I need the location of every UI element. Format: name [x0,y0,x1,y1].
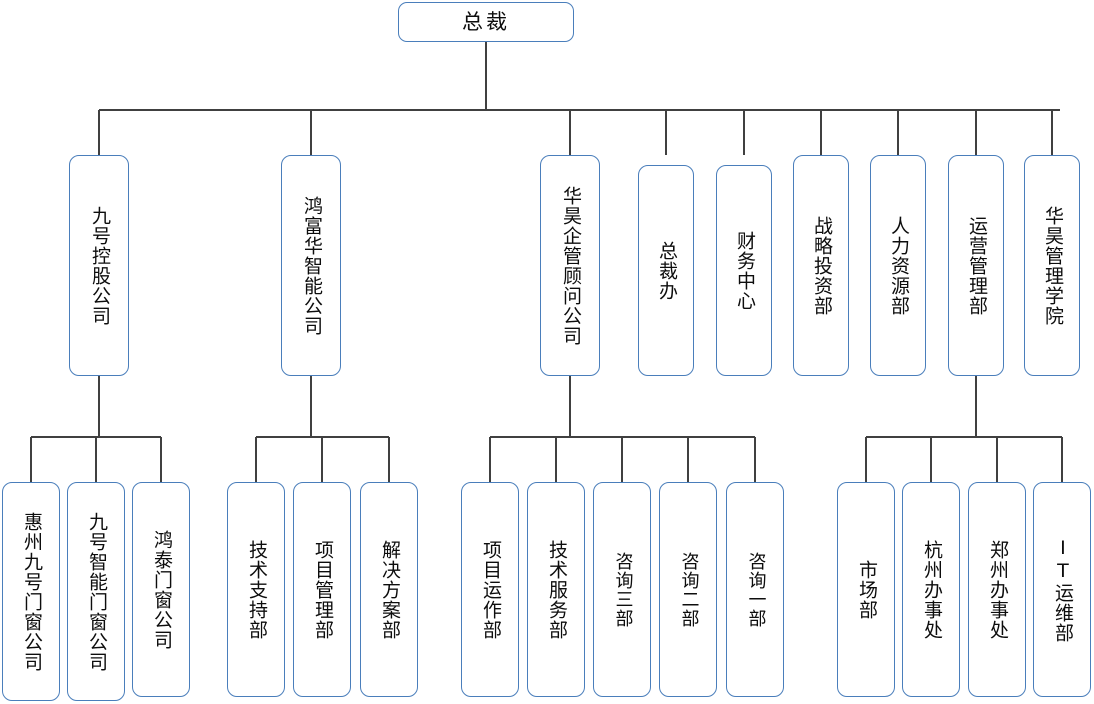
org-node-label: 九号控股公司 [88,205,111,326]
org-node-label: 杭州办事处 [920,539,943,640]
org-node-label: 九号智能门窗公司 [85,511,108,672]
org-node-project-operations[interactable]: 项目运作部 [461,482,519,697]
org-node-label: 技术支持部 [245,539,268,640]
org-node-consulting-2[interactable]: 咨询二部 [659,482,717,697]
org-node-it-operations[interactable]: IT运维部 [1033,482,1091,697]
org-node-label: 项目运作部 [479,539,502,640]
org-node-label: 惠州九号门窗公司 [20,511,43,672]
org-node-ceo-office[interactable]: 总裁办 [638,165,694,376]
org-node-label: 总裁办 [655,240,678,301]
org-node-hongtai-doors[interactable]: 鸿泰门窗公司 [132,482,190,697]
org-node-label: 咨询三部 [612,551,634,628]
org-node-tech-support[interactable]: 技术支持部 [227,482,285,697]
org-node-ceo[interactable]: 总裁 [398,2,574,42]
org-node-consulting-1[interactable]: 咨询一部 [726,482,784,697]
org-node-label: 鸿泰门窗公司 [150,529,173,650]
org-node-operations-management[interactable]: 运营管理部 [948,155,1004,376]
org-node-label: 财务中心 [733,230,756,311]
org-node-label: 解决方案部 [378,539,401,640]
org-node-huahao-consulting[interactable]: 华昊企管顾问公司 [540,155,600,376]
org-node-technical-services[interactable]: 技术服务部 [527,482,585,697]
org-node-label: 咨询二部 [678,551,700,628]
org-node-project-management[interactable]: 项目管理部 [293,482,351,697]
org-node-zhengzhou-office[interactable]: 郑州办事处 [968,482,1026,697]
org-node-label: 咨询一部 [745,551,767,628]
org-node-jiuhao-smart-doors[interactable]: 九号智能门窗公司 [67,482,125,701]
org-node-consulting-3[interactable]: 咨询三部 [593,482,651,697]
org-node-label: 华昊企管顾问公司 [559,185,582,346]
org-node-label: 战略投资部 [810,215,833,316]
org-node-huahao-academy[interactable]: 华昊管理学院 [1024,155,1080,376]
org-node-label: 华昊管理学院 [1041,205,1064,326]
org-node-label: 人力资源部 [887,215,910,316]
org-node-jiuhao-holding[interactable]: 九号控股公司 [69,155,129,376]
org-node-label: 总裁 [462,9,510,34]
org-node-hangzhou-office[interactable]: 杭州办事处 [902,482,960,697]
org-node-label: 市场部 [855,559,878,620]
org-node-strategic-investment[interactable]: 战略投资部 [793,155,849,376]
org-node-label: IT运维部 [1051,536,1074,643]
org-node-human-resources[interactable]: 人力资源部 [870,155,926,376]
org-node-label: 项目管理部 [311,539,334,640]
org-node-solutions-department[interactable]: 解决方案部 [360,482,418,697]
org-node-marketing[interactable]: 市场部 [837,482,895,697]
org-node-label: 郑州办事处 [986,539,1009,640]
org-node-hongfuhua-intelligent[interactable]: 鸿富华智能公司 [281,155,341,376]
org-node-label: 技术服务部 [545,539,568,640]
org-node-label: 鸿富华智能公司 [300,195,323,336]
org-node-label: 运营管理部 [965,215,988,316]
org-node-finance-center[interactable]: 财务中心 [716,165,772,376]
org-node-huizhou-jiuhao-doors[interactable]: 惠州九号门窗公司 [2,482,60,701]
